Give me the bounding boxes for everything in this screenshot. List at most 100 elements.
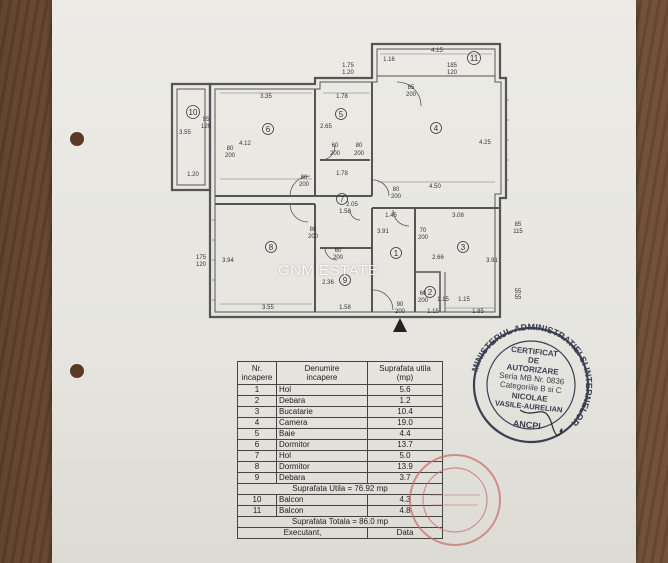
room-number: 3: [461, 243, 466, 252]
dimension-label: 3.91: [377, 229, 389, 235]
cell-area: 3.7: [367, 472, 443, 484]
cell-name: Balcon: [276, 494, 368, 506]
dimension-label: 1.78: [336, 94, 348, 100]
cell-nr: 6: [237, 439, 277, 451]
total-area: Suprafata Totala = 86.0 mp: [237, 516, 443, 528]
room-number: 1: [394, 249, 399, 258]
dimension-label: 90: [397, 302, 404, 308]
room-number: 11: [470, 54, 479, 63]
signature-row: Executant,Data: [237, 527, 443, 539]
dimension-label: 115: [513, 229, 523, 235]
dimension-label: 1.75: [342, 63, 354, 69]
dimension-label: 1.58: [339, 305, 351, 311]
room-number: 6: [266, 125, 271, 134]
dimension-label: 200: [395, 309, 406, 315]
dimension-label: 200: [225, 153, 236, 159]
room-number-circle: [186, 105, 200, 119]
cell-area: 1.2: [367, 395, 443, 407]
total-area-text: Suprafata Totala = 86.0 mp: [237, 516, 443, 528]
header-name: Denumire incapere: [276, 361, 368, 385]
room-number: 10: [189, 108, 198, 117]
header-nr: Nr. incapere: [237, 361, 277, 385]
cell-nr: 7: [237, 450, 277, 462]
dimension-label: 60: [332, 143, 339, 149]
date-label: Data: [367, 527, 443, 539]
dimension-label: 55: [515, 289, 522, 295]
dimension-label: 2.36: [322, 280, 334, 286]
dimension-label: 3.91: [486, 258, 498, 264]
dimension-label: 80: [301, 175, 308, 181]
dimension-label: 95: [203, 117, 210, 123]
cell-name: Hol: [276, 384, 368, 396]
punch-hole: [70, 364, 84, 378]
room-number: 9: [343, 276, 348, 285]
usable-area-total: Suprafata Utila = 76.92 mp: [237, 483, 443, 495]
dimension-label: 85: [408, 85, 415, 91]
dimension-label: 175: [196, 255, 207, 261]
cell-area: 19.0: [367, 417, 443, 429]
dimension-label: 200: [418, 235, 429, 241]
header-area: Suprafata utila (mp): [367, 361, 443, 385]
cell-area: 4.3: [367, 494, 443, 506]
dimension-label: 80: [227, 146, 234, 152]
cell-nr: 11: [237, 505, 277, 517]
dimension-label: 3.35: [260, 94, 272, 100]
dimension-label: 200: [406, 92, 417, 98]
cell-area: 5.6: [367, 384, 443, 396]
room-number: 7: [340, 195, 345, 204]
watermark: GNM ESTATE: [278, 262, 379, 279]
room-number-circle: [457, 241, 469, 253]
cell-area: 4.4: [367, 428, 443, 440]
cell-name: Baie: [276, 428, 368, 440]
dimension-label: 85: [515, 222, 522, 228]
dimension-label: 120: [201, 124, 212, 130]
dimension-label: 55: [515, 295, 522, 301]
dimension-label: 1.15: [427, 309, 439, 315]
room-number-circle: [467, 51, 481, 65]
dimension-label: 200: [354, 151, 365, 157]
dimension-label: 2.66: [432, 255, 444, 261]
room-number-circle: [390, 247, 402, 259]
room-number-circle: [265, 241, 277, 253]
dimension-label: 1.16: [383, 57, 395, 63]
cell-nr: 10: [237, 494, 277, 506]
cell-name: Hol: [276, 450, 368, 462]
room-number-circle: [424, 286, 436, 298]
cell-nr: 5: [237, 428, 277, 440]
dimension-label: 3.94: [222, 258, 234, 264]
executant-label: Executant,: [237, 527, 368, 539]
cell-area: 13.7: [367, 439, 443, 451]
dimension-label: 120: [447, 70, 458, 76]
cell-name: Debara: [276, 395, 368, 407]
dimension-label: 80: [356, 143, 363, 149]
punch-hole: [70, 132, 84, 146]
cell-nr: 9: [237, 472, 277, 484]
room-number-circle: [262, 123, 274, 135]
dimension-label: 3.55: [179, 130, 191, 136]
table-header-row: Nr. incapere Denumire incapere Suprafata…: [237, 361, 443, 385]
dimension-label: 1.20: [187, 172, 199, 178]
room-number: 8: [269, 243, 274, 252]
room-number-circle: [335, 108, 347, 120]
cell-nr: 8: [237, 461, 277, 473]
cell-nr: 3: [237, 406, 277, 418]
dimension-label: 80: [310, 227, 317, 233]
cell-area: 5.0: [367, 450, 443, 462]
entrance-arrow-icon: [393, 318, 407, 332]
dimension-label: 200: [330, 151, 341, 157]
dimension-label: 200: [391, 194, 402, 200]
cell-area: 4.8: [367, 505, 443, 517]
room-number-circle: [339, 274, 351, 286]
room-number-circle: [336, 193, 348, 205]
dimension-label: 1.15: [437, 297, 449, 303]
room-number-circle: [430, 122, 442, 134]
